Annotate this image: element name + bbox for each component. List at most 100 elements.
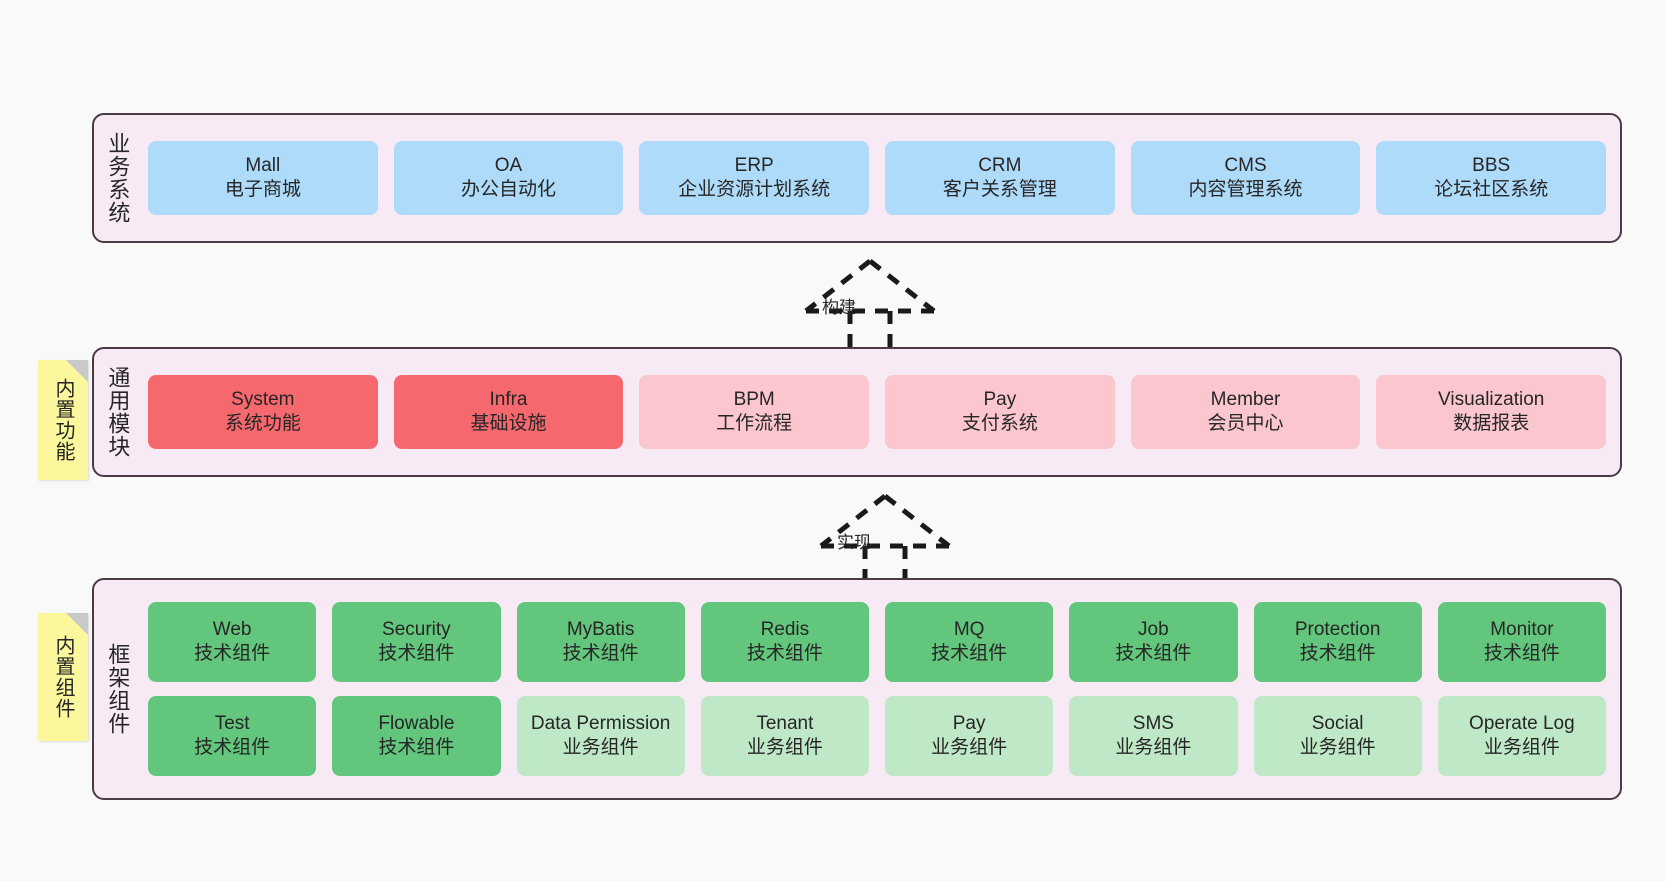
connector-build-label: 构建 (822, 298, 856, 317)
note-builtin-components: 内置组件 (38, 613, 88, 741)
node-visualization[interactable]: Visualization 数据报表 (1376, 375, 1607, 449)
node-subtitle: 论坛社区系统 (1434, 179, 1549, 200)
node-subtitle: 技术组件 (378, 737, 455, 758)
node-mall[interactable]: Mall 电子商城 (148, 141, 378, 215)
node-redis[interactable]: Redis 技术组件 (700, 602, 869, 682)
node-monitor[interactable]: Monitor 技术组件 (1437, 602, 1606, 682)
connector-implement-label: 实现 (837, 533, 871, 552)
node-title: Tenant (756, 713, 814, 735)
node-subtitle: 工作流程 (716, 413, 793, 434)
node-subtitle: 业务组件 (562, 737, 639, 758)
node-security[interactable]: Security 技术组件 (332, 602, 501, 682)
node-title: SMS (1132, 713, 1174, 735)
node-data-permission[interactable]: Data Permission 业务组件 (516, 696, 685, 776)
node-title: ERP (734, 155, 774, 177)
node-subtitle: 系统功能 (224, 413, 301, 434)
note-label: 内置组件 (52, 635, 74, 719)
node-bpm[interactable]: BPM 工作流程 (639, 375, 870, 449)
node-title: Pay (952, 713, 986, 735)
node-mq[interactable]: MQ 技术组件 (885, 602, 1054, 682)
node-title: Web (212, 619, 252, 641)
node-subtitle: 会员中心 (1207, 413, 1284, 434)
node-pay-component[interactable]: Pay 业务组件 (885, 696, 1054, 776)
node-title: Infra (489, 389, 528, 411)
node-subtitle: 业务组件 (931, 737, 1008, 758)
node-sms[interactable]: SMS 业务组件 (1069, 696, 1238, 776)
layer-body-business-systems: Mall 电子商城 OA 办公自动化 ERP 企业资源计划系统 CRM 客户关系… (140, 115, 1620, 241)
node-subtitle: 业务组件 (1115, 737, 1192, 758)
node-subtitle: 办公自动化 (461, 179, 557, 200)
node-title: OA (494, 155, 523, 177)
node-subtitle: 技术组件 (194, 737, 271, 758)
node-subtitle: 技术组件 (194, 643, 271, 664)
note-fold-corner-icon (66, 360, 88, 382)
node-title: Data Permission (530, 713, 671, 735)
note-builtin-features: 内置功能 (38, 360, 88, 480)
layer-business-systems: 业务系统 Mall 电子商城 OA 办公自动化 ERP 企业资源计划系统 CRM… (92, 113, 1622, 243)
node-subtitle: 业务组件 (1299, 737, 1376, 758)
node-title: CRM (978, 155, 1022, 177)
node-operate-log[interactable]: Operate Log 业务组件 (1437, 696, 1606, 776)
node-subtitle: 电子商城 (224, 179, 301, 200)
node-title: Test (214, 713, 250, 735)
dashed-hollow-arrow-up-icon (804, 259, 936, 355)
node-pay-module[interactable]: Pay 支付系统 (885, 375, 1115, 449)
node-row: Test 技术组件 Flowable 技术组件 Data Permission … (148, 696, 1606, 776)
node-social[interactable]: Social 业务组件 (1253, 696, 1422, 776)
node-title: Mall (245, 155, 281, 177)
node-job[interactable]: Job 技术组件 (1069, 602, 1238, 682)
node-subtitle: 技术组件 (1483, 643, 1560, 664)
node-subtitle: 支付系统 (961, 413, 1038, 434)
node-subtitle: 数据报表 (1453, 413, 1530, 434)
node-mybatis[interactable]: MyBatis 技术组件 (516, 602, 685, 682)
node-cms[interactable]: CMS 内容管理系统 (1130, 141, 1361, 215)
node-title: Pay (983, 389, 1017, 411)
node-subtitle: 内容管理系统 (1188, 179, 1303, 200)
node-erp[interactable]: ERP 企业资源计划系统 (639, 141, 870, 215)
dashed-hollow-arrow-up-icon (819, 494, 951, 590)
note-fold-corner-icon (66, 613, 88, 635)
node-web[interactable]: Web 技术组件 (148, 602, 317, 682)
node-title: Redis (760, 619, 810, 641)
connector-implement: 实现 (805, 490, 965, 590)
node-tenant[interactable]: Tenant 业务组件 (700, 696, 869, 776)
connector-build: 构建 (790, 255, 950, 355)
node-subtitle: 技术组件 (378, 643, 455, 664)
node-bbs[interactable]: BBS 论坛社区系统 (1376, 141, 1607, 215)
layer-body-common-modules: System 系统功能 Infra 基础设施 BPM 工作流程 Pay 支付系统… (140, 349, 1620, 475)
note-label: 内置功能 (52, 378, 74, 462)
layer-framework-components: 框架组件 Web 技术组件 Security 技术组件 MyBatis 技术组件… (92, 578, 1622, 800)
layer-title-business-systems: 业务系统 (105, 132, 131, 224)
node-subtitle: 客户关系管理 (942, 179, 1057, 200)
node-subtitle: 企业资源计划系统 (678, 179, 831, 200)
node-title: System (231, 389, 295, 411)
node-subtitle: 技术组件 (1115, 643, 1192, 664)
node-infra[interactable]: Infra 基础设施 (393, 375, 624, 449)
node-test[interactable]: Test 技术组件 (148, 696, 317, 776)
layer-common-modules: 通用模块 System 系统功能 Infra 基础设施 BPM 工作流程 Pay… (92, 347, 1622, 477)
node-title: MQ (953, 619, 985, 641)
node-row: Web 技术组件 Security 技术组件 MyBatis 技术组件 Redi… (148, 602, 1606, 682)
node-row: System 系统功能 Infra 基础设施 BPM 工作流程 Pay 支付系统… (148, 375, 1607, 449)
node-title: CMS (1224, 155, 1267, 177)
node-title: Monitor (1490, 619, 1554, 641)
node-title: Flowable (378, 713, 455, 735)
layer-title-common-modules: 通用模块 (105, 366, 131, 458)
node-title: Visualization (1438, 389, 1545, 411)
node-title: Member (1210, 389, 1281, 411)
node-title: MyBatis (566, 619, 635, 641)
node-subtitle: 技术组件 (562, 643, 639, 664)
node-title: BPM (733, 389, 775, 411)
node-title: Operate Log (1469, 713, 1575, 735)
node-crm[interactable]: CRM 客户关系管理 (885, 141, 1115, 215)
node-title: Social (1311, 713, 1364, 735)
node-member[interactable]: Member 会员中心 (1130, 375, 1361, 449)
node-oa[interactable]: OA 办公自动化 (393, 141, 624, 215)
node-subtitle: 技术组件 (746, 643, 823, 664)
node-system[interactable]: System 系统功能 (148, 375, 378, 449)
layer-title-framework-components: 框架组件 (105, 643, 131, 735)
node-flowable[interactable]: Flowable 技术组件 (332, 696, 501, 776)
node-title: Protection (1294, 619, 1381, 641)
node-protection[interactable]: Protection 技术组件 (1253, 602, 1422, 682)
node-title: BBS (1472, 155, 1511, 177)
